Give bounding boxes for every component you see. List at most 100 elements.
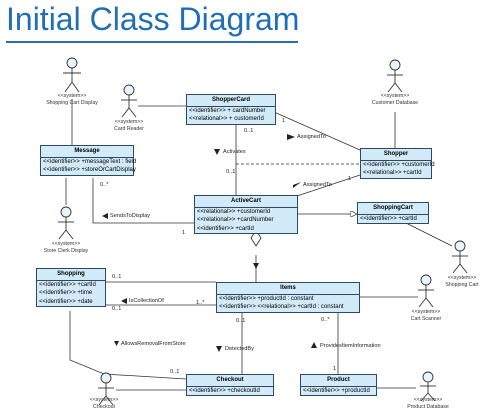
page-title: Initial Class Diagram [6,1,300,37]
assoc-label-allowsremoval: AllowsRemovalFromStore [121,341,186,347]
arrow-assignedto-1 [287,134,295,140]
actor-stereotype: <<system>> [114,119,144,125]
class-attribute: <<identifier>> +customerId [363,161,435,168]
multiplicity: 0..1 [112,306,122,312]
arrow-detectedby [216,346,222,352]
class-shoppercard[interactable]: ShopperCard <<identifier>> + cardNumber … [186,94,276,125]
actor-name: Store Clerk Display [43,248,89,254]
multiplicity: 0..* [100,182,109,188]
class-attribute: <<relational>> + customerId [189,116,264,122]
class-name: ActiveCart [195,196,297,208]
assoc-label-activates: Activates [223,149,246,155]
arrow-iscollectionof [121,298,127,304]
actor-checkout[interactable]: <<system>> Checkout [90,397,119,411]
class-attribute: <<identifier>> +time [39,290,93,296]
aggregation-diamond [250,229,262,247]
actor-name: Shopping Cart [445,282,479,288]
assoc-line-shopping-checkout [69,311,187,380]
arrow-assignedto-2 [293,182,301,188]
class-attribute: <<identifier>> +messageText : field [43,158,137,165]
class-name: Checkout [187,375,273,387]
class-attribute: <<identifier>> +checkoutId [189,387,260,394]
actor-stereotype: <<system>> [380,93,410,99]
actor-figure-cart-scanner [418,274,434,308]
multiplicity: 0..1 [244,128,254,134]
actor-name: Cart Scanner [410,316,442,322]
class-name: Shopper [361,149,431,161]
multiplicity: 1 [182,230,186,236]
class-checkout[interactable]: Checkout <<identifier>> +checkoutId [186,374,274,396]
arrow-providesinfo [311,342,317,348]
assoc-label-iscollectionof: IsCollectionOf [129,298,164,304]
class-name: ShoppingCart [358,203,428,215]
class-attribute: <<relational>> +cartId [363,170,422,176]
arrow-allowsremoval [114,341,119,346]
class-attribute: <<relational>> +cardNumber [197,217,274,223]
class-shoppingcart[interactable]: ShoppingCart <<identifier>> +cartId [357,202,429,224]
actor-stereotype: <<system>> [51,241,81,247]
actor-store-clerk-display[interactable]: <<system>> Store Clerk Display [44,241,88,255]
class-product[interactable]: Product <<identifier>> +productId [300,374,377,396]
class-attribute: <<identifier>> +date [39,298,93,305]
class-shopper[interactable]: Shopper <<identifier>> +customerId <<rel… [360,148,435,179]
class-activecart[interactable]: ActiveCart <<relational>> +customerId <<… [194,195,298,234]
class-attribute: <<identifier>> +productId [303,387,370,394]
class-attribute: <<identifier>> +productId : constant [219,295,314,302]
assoc-label-assignedto-1: AssignedTo [297,134,326,140]
class-attribute: <<identifier>> + cardNumber [189,107,266,114]
class-attribute: <<identifier>> +storeOrCartDisplay [43,167,136,173]
actor-shopping-cart-display[interactable]: <<system>> Shopping Cart Display [46,93,98,107]
class-name: Product [301,375,376,387]
class-attribute: <<identifier>> +cartId [360,215,417,222]
actor-stereotype: <<system>> [411,309,441,315]
arrow-activates [214,149,220,155]
actor-figure-store-clerk-display [58,206,74,240]
assoc-line-shoppercard-shopper [273,111,361,151]
assoc-line-activecart-shopper [296,174,361,197]
class-shopping[interactable]: Shopping <<identifier>> +cartId <<identi… [36,268,106,307]
actor-name: Customer Database [371,100,419,106]
actor-stereotype: <<system>> [447,275,477,281]
class-attribute: <<identifier>> +cartId [39,281,96,288]
multiplicity: 1..* [196,300,205,306]
actor-figure-shopping-cart [452,240,468,274]
actor-card-reader[interactable]: <<system>> Card Reader [114,119,144,133]
actor-stereotype: <<system>> [89,397,119,403]
class-name: Message [41,146,133,158]
multiplicity: 0..* [321,317,330,323]
actor-figure-customer-database [387,59,403,93]
actor-figure-card-reader [121,84,137,118]
actor-figure-product-database [420,371,436,402]
multiplicity: 0..1 [112,274,122,280]
assoc-label-providesinfo: ProvidesItemInformation [320,343,381,349]
actor-product-database[interactable]: <<system>> Product Database [407,397,449,411]
class-name: Shopping [37,269,105,281]
assoc-label-assignedto-2: AssignedTo [303,182,332,188]
actor-stereotype: <<system>> [413,397,443,403]
actor-name: Card Reader [114,126,144,132]
title-underline [6,41,298,43]
class-items[interactable]: Items <<identifier>> +productId : consta… [216,282,360,313]
class-name: ShopperCard [187,95,275,107]
multiplicity: 0..1 [170,369,180,375]
class-message[interactable]: Message <<identifier>> +messageText : fi… [40,145,137,176]
multiplicity: 0..1 [236,318,246,324]
multiplicity: 0..1 [226,169,236,175]
actor-cart-scanner[interactable]: <<system>> Cart Scanner [411,309,442,323]
multiplicity: 1 [282,118,286,124]
actor-stereotype: <<system>> [57,93,87,99]
class-attribute: <<identifier>> +cartId [197,225,254,232]
class-attribute: <<identifier>> <<relational>> +cartId : … [219,304,344,310]
class-attribute: <<relational>> +customerId [197,208,271,215]
actor-shopping-cart[interactable]: <<system>> Shopping Cart [445,275,478,289]
class-name: Items [217,283,359,295]
actor-name: Product Database [407,404,449,410]
arrow-down-items [253,263,259,269]
assoc-label-detectedby: DetectedBy [225,346,254,352]
actor-figure-shopping-cart-display [63,57,81,93]
actor-name: Checkout [93,404,115,410]
assoc-line-shoppingcart-actor [399,219,453,247]
actor-customer-database[interactable]: <<system>> Customer Database [372,93,418,107]
assoc-label-sendstodisplay: SendsToDisplay [110,213,151,219]
